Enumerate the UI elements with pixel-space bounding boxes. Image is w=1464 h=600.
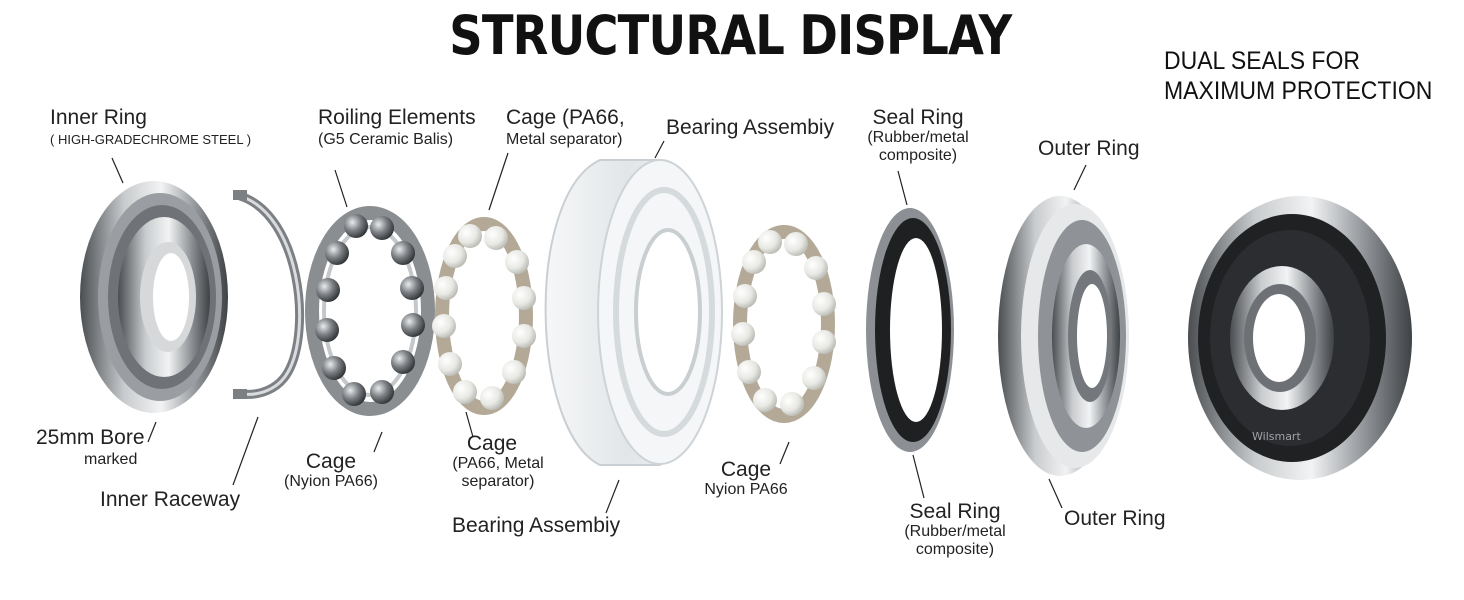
tagline-line-2: MAXIMUM PROTECTION	[1164, 77, 1433, 105]
label-seal-ring-top-name: Seal Ring	[872, 106, 964, 129]
label-cage-top-line-1: Cage (PA66,	[506, 106, 625, 129]
label-cage-nylon-left-name: Cage	[305, 450, 357, 473]
label-seal-ring-bottom: Seal Ring (Rubber/metal composite)	[898, 500, 1012, 558]
label-outer-ring-top: Outer Ring	[1038, 137, 1140, 160]
label-seal-ring-bottom-name: Seal Ring	[909, 500, 1001, 523]
ceramic-cage-right-part	[731, 225, 836, 423]
label-seal-ring-top: Seal Ring (Rubber/metal composite)	[862, 106, 974, 164]
tagline-line-1: DUAL SEALS FOR	[1164, 47, 1360, 75]
seal-ring-part	[866, 208, 954, 452]
ceramic-cage-left-part	[432, 217, 536, 415]
label-outer-ring-bottom: Outer Ring	[1064, 507, 1166, 530]
label-cage-pa66-bottom-name: Cage	[466, 432, 518, 455]
tagline: DUAL SEALS FOR MAXIMUM PROTECTION	[1164, 46, 1432, 106]
label-bearing-assembly-top: Bearing Assembiy	[666, 116, 835, 139]
complete-bearing-part: Wilsmart	[1188, 196, 1412, 480]
label-cage-pa66-bottom-line-2: (PA66, Metal	[452, 455, 544, 473]
label-cage-pa66-bottom-line-3: separator)	[461, 472, 535, 490]
label-seal-ring-top-line-2: (Rubber/metal	[867, 129, 969, 147]
bearing-assembly-shell-part	[544, 159, 723, 466]
label-seal-ring-bottom-line-2: (Rubber/metal	[904, 523, 1006, 541]
label-rolling-elements-detail: (G5 Ceramic Balis)	[318, 131, 454, 149]
label-cage-top-line-2: Metal separator)	[506, 131, 623, 149]
inner-raceway-part	[233, 190, 305, 399]
label-rolling-elements-name: Roiling Elements	[318, 106, 476, 129]
label-inner-ring: Inner Ring ( HIGH-GRADECHROME STEEL )	[50, 106, 251, 147]
outer-ring-part	[998, 196, 1129, 476]
brand-mark: Wilsmart	[1252, 430, 1301, 443]
label-bore-detail: marked	[84, 451, 138, 469]
label-inner-ring-name: Inner Ring	[50, 106, 147, 129]
label-cage-nylon-left-detail: (Nyion PA66)	[284, 473, 378, 491]
label-bore: 25mm Bore marked	[36, 426, 145, 469]
label-cage-nylon-right-detail: Nyion PA66	[704, 481, 788, 499]
label-cage-pa66-bottom: Cage (PA66, Metal separator)	[440, 432, 556, 490]
label-rolling-elements: Roiling Elements (G5 Ceramic Balis)	[318, 106, 476, 149]
label-cage-top: Cage (PA66, Metal separator)	[506, 106, 625, 149]
label-seal-ring-bottom-line-3: composite)	[915, 540, 995, 558]
page-title: STRUCTURAL DISPLAY	[449, 4, 1012, 67]
label-bearing-assembly-bottom: Bearing Assembiy	[452, 514, 621, 537]
label-inner-ring-detail: ( HIGH-GRADECHROME STEEL )	[50, 132, 252, 148]
label-cage-nylon-right: Cage Nyion PA66	[696, 458, 796, 499]
label-bore-name: 25mm Bore	[36, 426, 145, 449]
label-cage-nylon-left: Cage (Nyion PA66)	[276, 450, 386, 491]
inner-ring-part	[80, 181, 228, 413]
steel-ball-cage-part	[305, 206, 435, 416]
leader-lines	[111, 140, 1087, 514]
label-seal-ring-top-line-3: composite)	[878, 146, 958, 164]
label-cage-nylon-right-name: Cage	[720, 458, 772, 481]
label-inner-raceway: Inner Raceway	[100, 488, 241, 511]
